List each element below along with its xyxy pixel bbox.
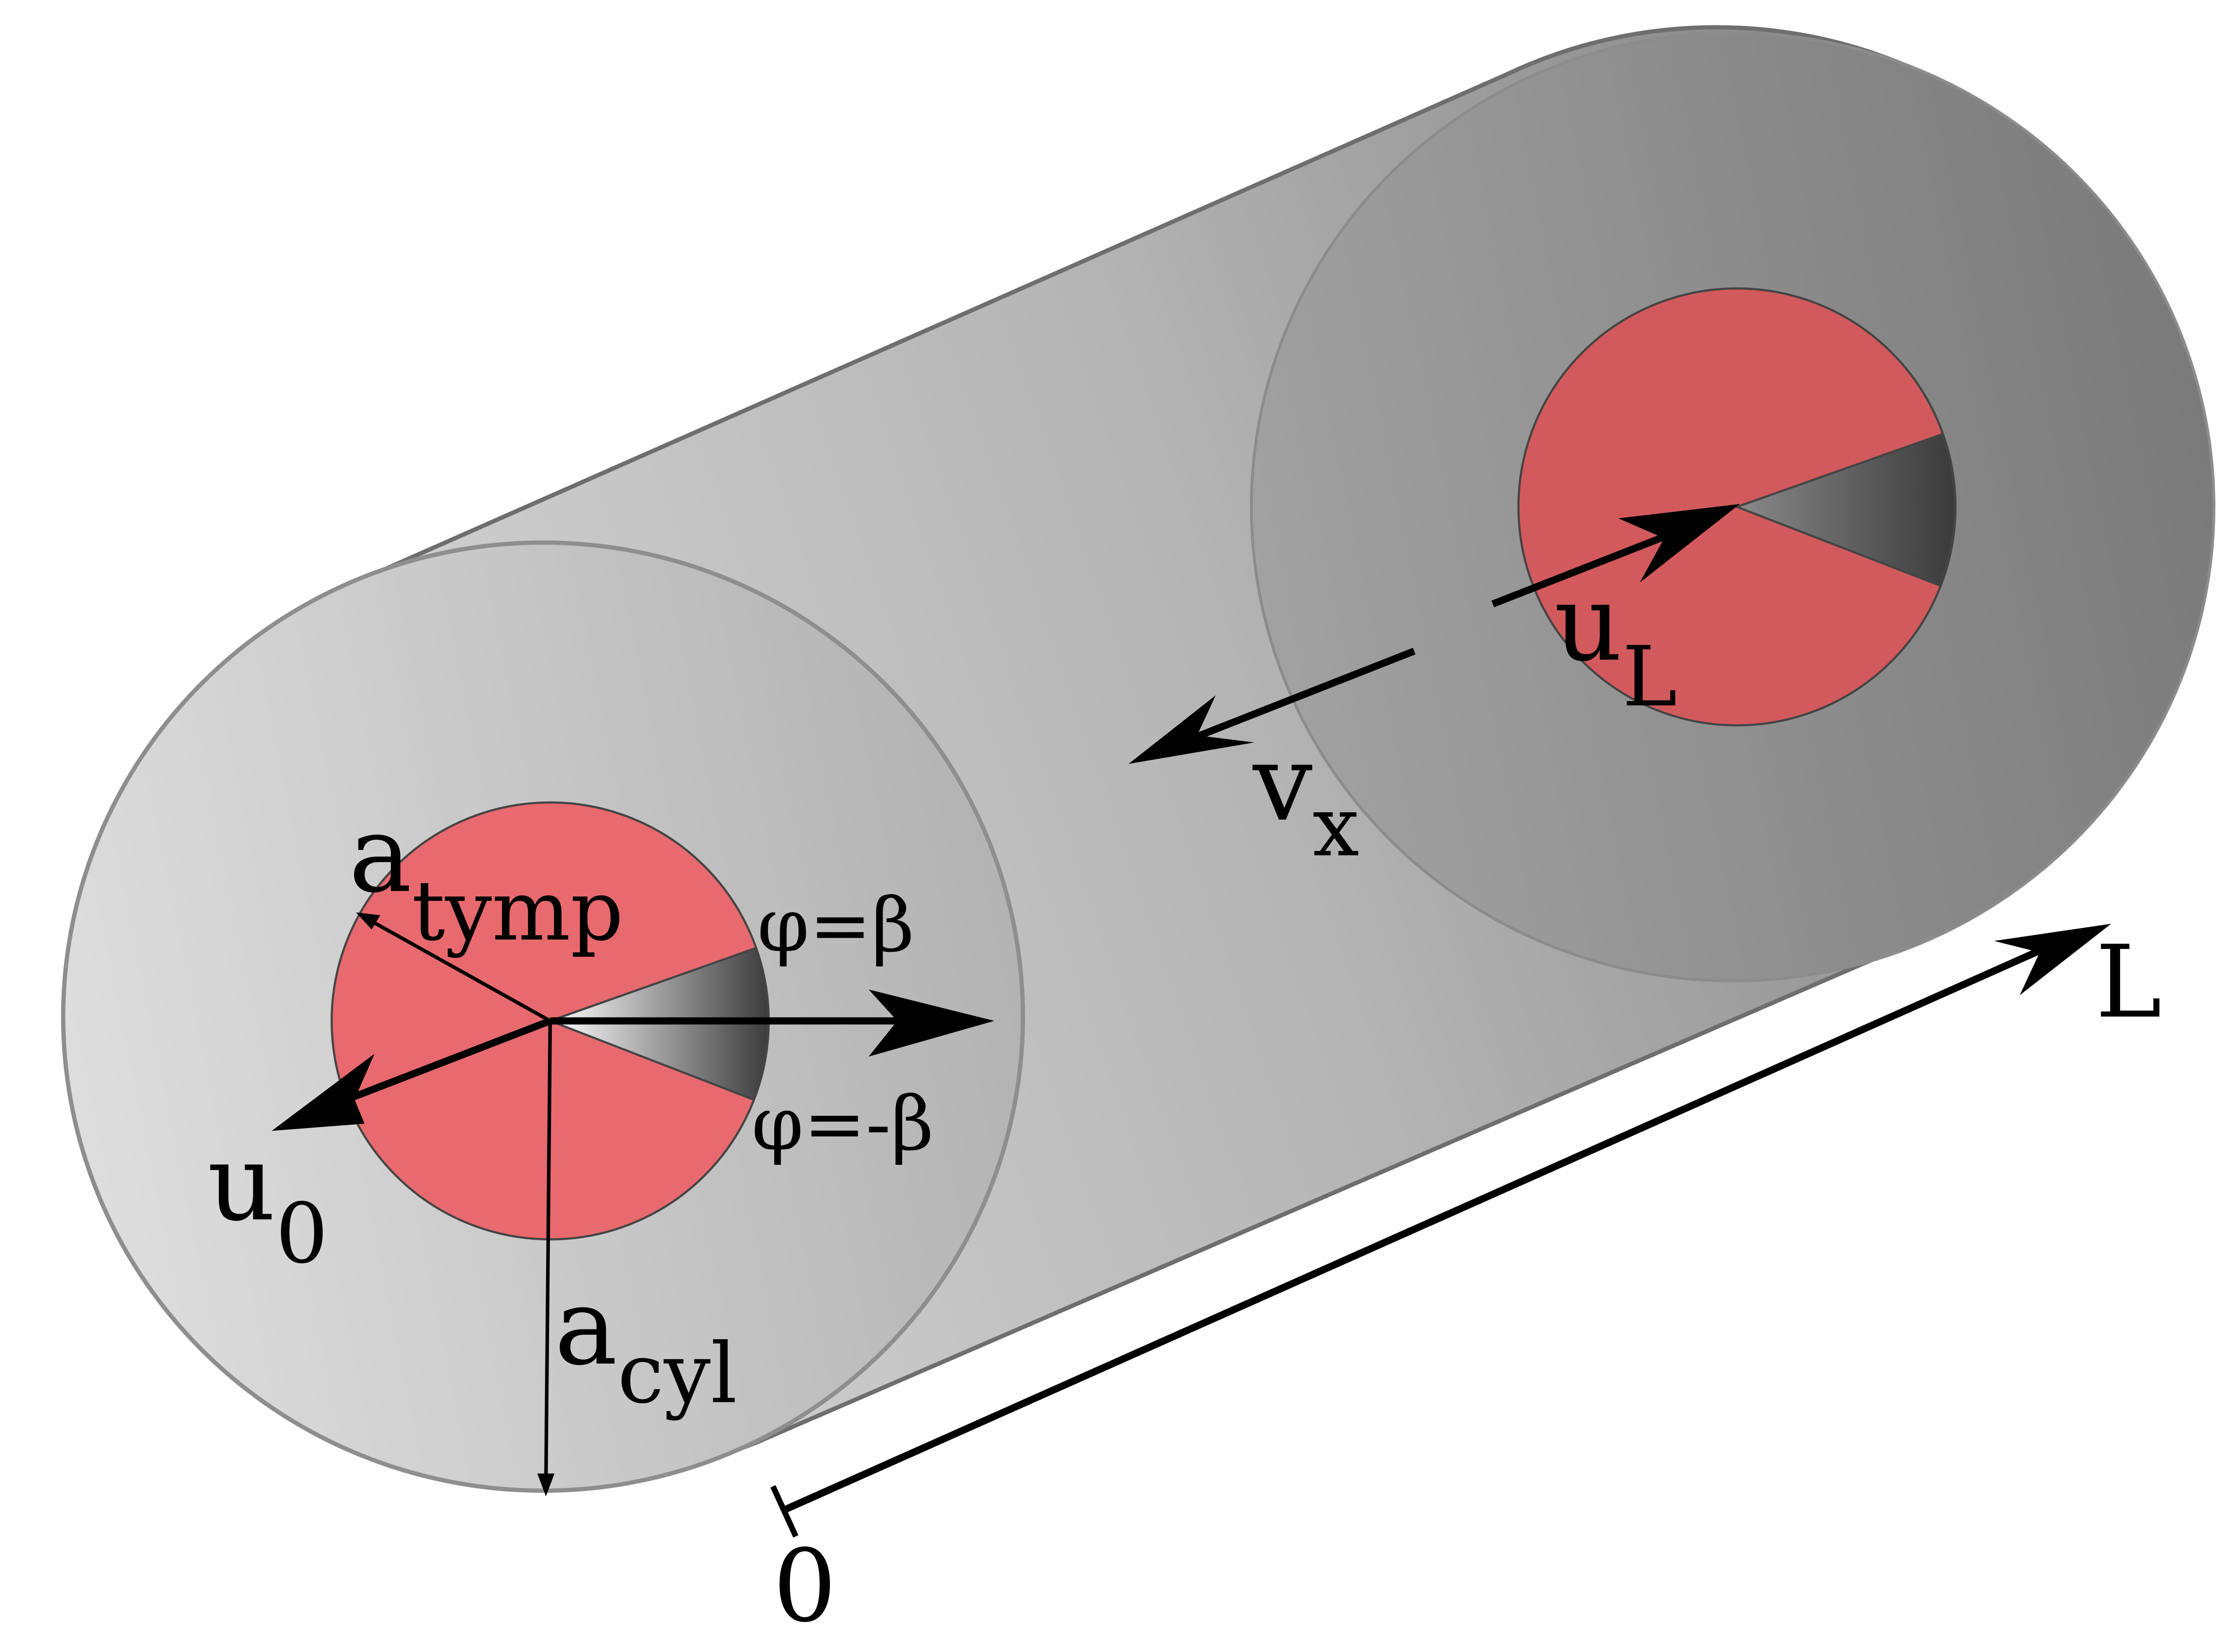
vx-arrow-head [1128, 695, 1255, 764]
a-tymp-arrowhead [356, 912, 381, 930]
length-axis-zero-tick [770, 1485, 799, 1538]
label-a-tymp-main: a [349, 793, 412, 916]
label-u0: u0 [208, 1121, 329, 1281]
label-vx-sub: x [1312, 779, 1359, 875]
length-axis-line [784, 944, 2047, 1513]
label-phi-plus: φ=β [757, 882, 914, 968]
label-a-cyl: acyl [554, 1266, 737, 1422]
label-a-tymp: atymp [349, 793, 623, 959]
label-uL: uL [1554, 562, 1677, 725]
label-vx: vx [1252, 722, 1359, 875]
vx-arrow-shaft [1191, 647, 1416, 742]
tympanum-far-wedge [1734, 432, 1956, 587]
label-u0-main: u [208, 1121, 276, 1244]
a-cyl-radius-line [544, 1021, 552, 1485]
label-a-cyl-main: a [554, 1266, 618, 1389]
label-uL-main: u [1554, 562, 1622, 684]
label-a-tymp-sub: tymp [412, 863, 623, 959]
label-axis-end: L [2096, 924, 2162, 1040]
label-a-cyl-sub: cyl [618, 1325, 737, 1422]
label-vx-main: v [1252, 722, 1312, 845]
length-axis-arrowhead [1994, 923, 2111, 995]
uL-arrow-shaft [1491, 530, 1673, 608]
label-phi-minus: φ=-β [752, 1081, 934, 1167]
uL-arrow-head [1618, 504, 1740, 583]
a-cyl-arrowhead [537, 1473, 555, 1497]
label-axis-start: 0 [773, 1529, 836, 1645]
u0-arrow-shaft [334, 1017, 552, 1107]
u0-arrow-head [271, 1054, 375, 1131]
axis-arrow-right-head [868, 989, 995, 1057]
label-u0-sub: 0 [276, 1185, 329, 1282]
label-uL-sub: L [1622, 629, 1677, 725]
a-tymp-radius-line [365, 916, 551, 1023]
